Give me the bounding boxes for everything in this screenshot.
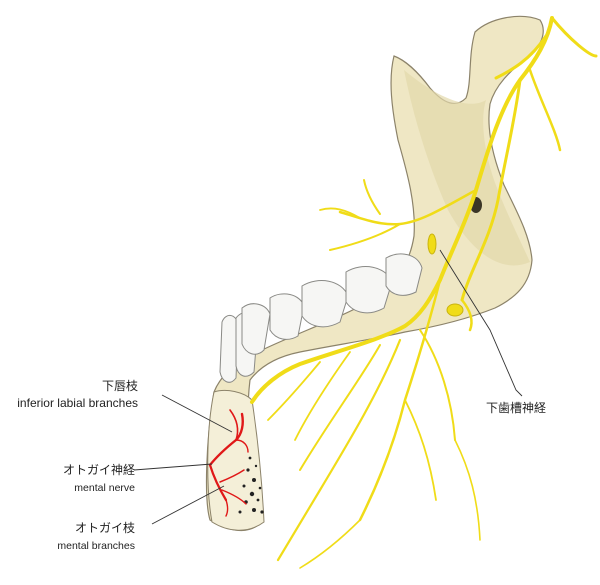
mental-nerve-branches	[208, 409, 249, 517]
leader-lines	[133, 249, 523, 525]
nerve-ganglion	[446, 303, 464, 317]
label-inferior-alveolar-nerve: 下歯槽神経	[486, 401, 547, 415]
label-mental-nerve-en: mental nerve	[74, 482, 135, 494]
tooth-shape	[219, 315, 239, 383]
tooth-shape	[345, 266, 393, 314]
label-mental-branches-ja: オトガイ枝	[74, 521, 135, 535]
tooth-shape	[301, 280, 349, 328]
tooth-shape	[241, 303, 271, 355]
nerve-node	[427, 233, 437, 255]
label-mental-nerve-ja: オトガイ神経	[62, 463, 135, 477]
label-lower-lip-branch-ja: 下唇枝	[101, 379, 138, 393]
tooth-shape	[385, 253, 423, 296]
ramus-shading	[404, 70, 530, 266]
label-lower-lip-branch-en: inferior labial branches	[17, 396, 138, 410]
teeth	[219, 253, 423, 383]
tooth-shape	[269, 293, 305, 340]
spongy-bone	[238, 456, 264, 514]
nerve-branch	[250, 16, 598, 569]
symphysis-section	[207, 389, 265, 531]
label-mental-branches-en: mental branches	[57, 540, 135, 552]
